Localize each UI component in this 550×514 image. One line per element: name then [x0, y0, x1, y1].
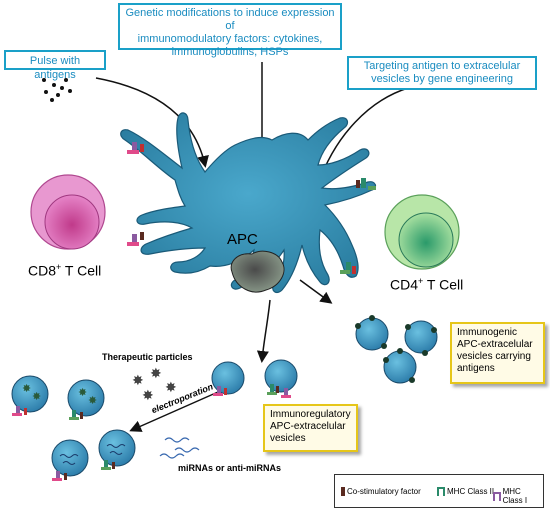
immunoreg-line-1: Immunoregulatory — [270, 409, 351, 420]
antigen-dots — [42, 78, 72, 102]
cd4-t-cell — [384, 194, 460, 270]
immunoreg-line-3: vesicles — [270, 433, 306, 444]
cd8-label: CD8+ T Cell — [28, 262, 102, 279]
therapeutic-particles: ✸ ✸ ✸ ✸ — [132, 366, 177, 404]
targeting-line-2: vesicles by gene engineering — [371, 73, 513, 85]
mirnas-label: miRNAs or anti-miRNAs — [178, 463, 282, 473]
svg-text:✸: ✸ — [22, 382, 31, 395]
apc-cell — [120, 112, 377, 294]
therapeutic-particles-label: Therapeutic particles — [102, 352, 193, 362]
legend-costim-label: Co-stimulatory factor — [347, 487, 421, 496]
immunoregulatory-box: Immunoregulatory APC-extracelular vesicl… — [263, 404, 358, 452]
immunogenic-line-1: Immunogenic — [457, 327, 518, 338]
genetic-line-3: immunoglobulins, HSPs — [171, 46, 289, 58]
immunogenic-line-3: vesicles carrying — [457, 351, 531, 362]
arrow-electroporation — [129, 391, 219, 432]
svg-text:✸: ✸ — [150, 366, 162, 382]
immunoreg-line-2: APC-extracelular — [270, 421, 346, 432]
pulse-label: Pulse with antigens — [29, 55, 81, 81]
pulse-box: Pulse with antigens — [4, 50, 106, 81]
arrow-to-immunogenic — [299, 279, 333, 304]
genetic-modifications-box: Genetic modifications to induce expressi… — [118, 3, 342, 58]
legend-item-costim: Co-stimulatory factor — [341, 487, 421, 496]
targeting-line-1: Targeting antigen to extracelular — [363, 60, 521, 72]
svg-text:✸: ✸ — [78, 386, 87, 399]
immunogenic-line-2: APC-extracelular — [457, 339, 533, 350]
apc-label: APC — [227, 231, 258, 248]
legend-mhc2-label: MHC Class II — [447, 487, 495, 496]
svg-text:✸: ✸ — [88, 394, 97, 407]
immunogenic-box: Immunogenic APC-extracelular vesicles ca… — [450, 322, 545, 384]
apc-nucleus — [230, 250, 285, 293]
genetic-line-2: immunomodulatory factors: cytokines, — [137, 33, 323, 45]
svg-text:✸: ✸ — [165, 380, 177, 396]
costim-swatch-icon — [341, 487, 345, 496]
immunoregulatory-vesicles — [211, 359, 298, 398]
cd4-label: CD4+ T Cell — [390, 276, 464, 293]
legend: Co-stimulatory factor MHC Class II MHC C… — [334, 474, 544, 508]
genetic-line-1: Genetic modifications to induce expressi… — [125, 7, 335, 32]
legend-mhc1-label: MHC Class I — [502, 487, 528, 505]
mirna-loaded-vesicles — [51, 429, 136, 481]
apc-receptors — [127, 142, 376, 274]
legend-item-mhc1: MHC Class I — [493, 487, 543, 505]
svg-text:✸: ✸ — [142, 388, 154, 404]
mhc1-swatch-icon — [493, 491, 501, 501]
svg-text:✸: ✸ — [132, 373, 144, 389]
mirna-strands — [159, 437, 200, 459]
cd8-t-cell — [30, 174, 106, 250]
targeting-box: Targeting antigen to extracelular vesicl… — [347, 56, 537, 90]
immunogenic-vesicles — [355, 315, 438, 384]
immunogenic-line-4: antigens — [457, 363, 495, 374]
particle-loaded-vesicles: ✸✸ ✸✸ — [11, 375, 105, 420]
svg-text:✸: ✸ — [32, 390, 41, 403]
arrow-to-immunoreg — [256, 299, 271, 363]
arrow-pulse — [95, 77, 209, 168]
mhc2-swatch-icon — [437, 487, 445, 496]
legend-item-mhc2: MHC Class II — [437, 487, 494, 496]
